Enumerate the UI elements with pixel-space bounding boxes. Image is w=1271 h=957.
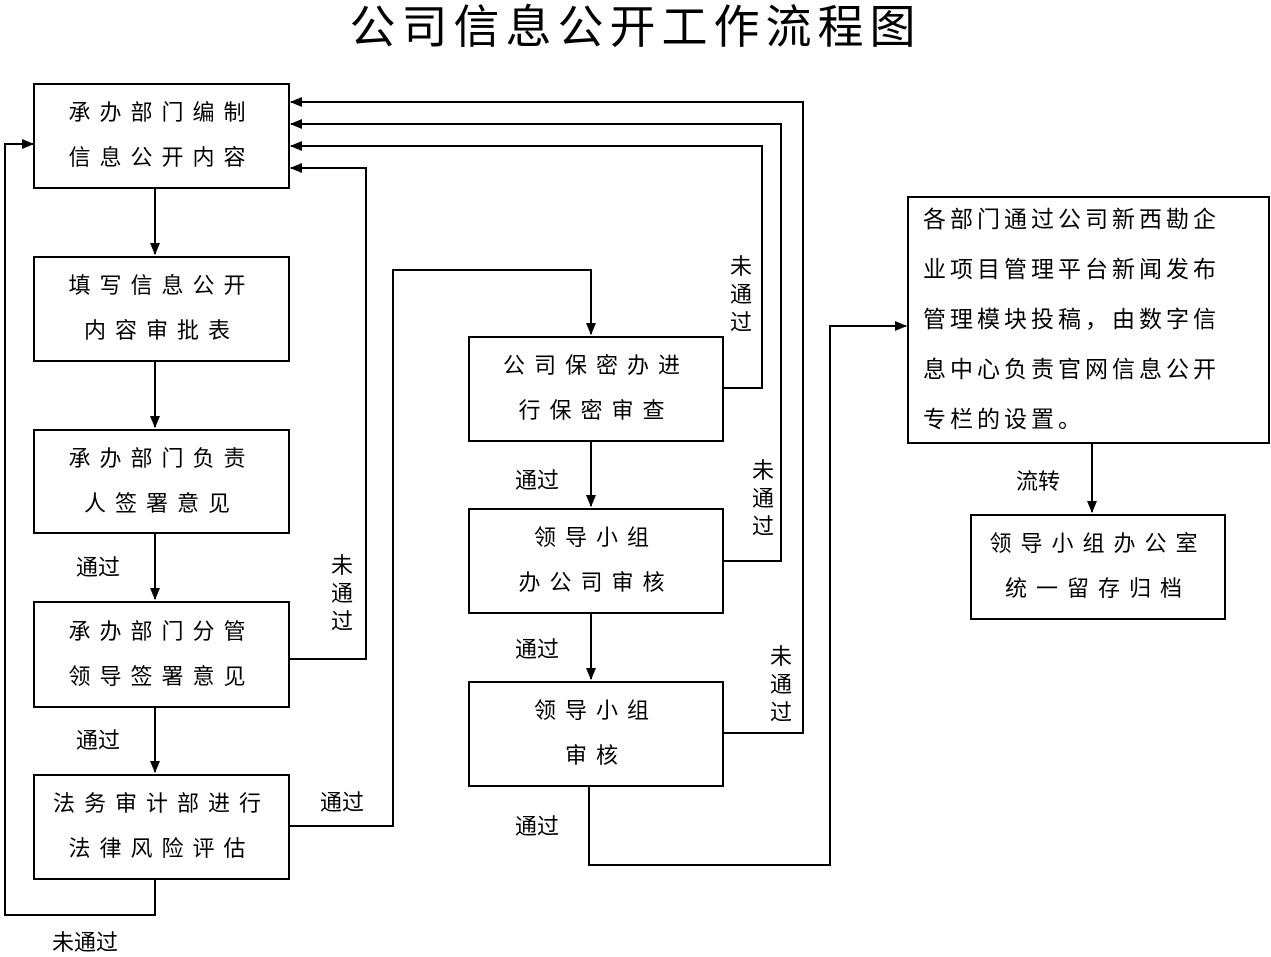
node-group-line2: 审核 (564, 744, 627, 769)
label-fail-legal: 未通过 (52, 931, 119, 956)
label-pass-leader: 通过 (76, 729, 121, 754)
node-dept-head-line2: 人签署意见 (83, 491, 239, 517)
label-fail-group: 未通过 (769, 645, 792, 726)
node-legal-line1: 法务审计部进行 (52, 792, 270, 817)
node-approval-form-line2: 内容审批表 (83, 319, 239, 344)
node-approval-form: 填写信息公开 内容审批表 (33, 256, 290, 362)
label-pass-group: 通过 (515, 815, 560, 840)
label-transfer: 流转 (1016, 470, 1061, 495)
node-legal-line2: 法律风险评估 (68, 837, 255, 862)
node-publish-line4: 息中心负责官网信息公开 (923, 357, 1220, 383)
node-legal: 法务审计部进行 法律风险评估 (33, 774, 290, 880)
node-draft: 承办部门编制 信息公开内容 (33, 83, 290, 189)
label-fail-leader: 未通过 (330, 554, 353, 635)
label-pass-secrecy: 通过 (515, 469, 560, 494)
node-archive: 领导小组办公室 统一留存归档 (970, 514, 1226, 620)
node-dept-leader-line1: 承办部门分管 (68, 619, 255, 645)
arrow-leader-fail (289, 163, 367, 660)
node-secrecy-line1: 公司保密办进 (502, 354, 689, 379)
node-publish: 各部门通过公司新西勘企 业项目管理平台新闻发布 管理模块投稿，由数字信 息中心负… (907, 196, 1270, 444)
node-secrecy-line2: 行保密审查 (518, 399, 674, 424)
node-group: 领导小组 审核 (468, 681, 724, 787)
arrow-group-fail (290, 97, 804, 734)
node-approval-form-line1: 填写信息公开 (68, 274, 255, 299)
node-secrecy: 公司保密办进 行保密审查 (468, 336, 724, 442)
node-office-line2: 办公司审核 (518, 571, 674, 596)
node-office-line1: 领导小组 (533, 526, 658, 551)
node-group-line1: 领导小组 (533, 699, 658, 724)
node-publish-line1: 各部门通过公司新西勘企 (923, 207, 1220, 233)
label-fail-secrecy: 未通过 (729, 255, 752, 336)
arrow-secrecy-fail (290, 141, 763, 389)
label-pass-legal: 通过 (320, 791, 365, 816)
node-publish-line2: 业项目管理平台新闻发布 (923, 257, 1220, 283)
node-dept-leader-line2: 领导签署意见 (68, 664, 255, 690)
node-publish-line5: 专栏的设置。 (923, 407, 1085, 433)
arrow-office-fail (290, 119, 782, 562)
node-office: 领导小组 办公司审核 (468, 508, 724, 614)
node-dept-head-line1: 承办部门负责 (68, 446, 255, 472)
node-draft-line1: 承办部门编制 (68, 101, 255, 126)
node-dept-head: 承办部门负责 人签署意见 (33, 429, 290, 534)
label-fail-office: 未通过 (751, 459, 774, 540)
arrow-group-to-publish (588, 321, 907, 866)
arrow-legal-fail-loop (4, 139, 156, 916)
label-pass-head: 通过 (76, 556, 121, 581)
node-dept-leader: 承办部门分管 领导签署意见 (33, 601, 290, 708)
label-pass-office: 通过 (515, 638, 560, 663)
arrow-legal-to-secrecy (289, 269, 596, 827)
node-publish-line3: 管理模块投稿，由数字信 (923, 307, 1220, 333)
node-archive-line2: 统一留存归档 (1004, 577, 1191, 602)
page-title: 公司信息公开工作流程图 (349, 0, 922, 54)
node-archive-line1: 领导小组办公室 (989, 532, 1207, 557)
node-draft-line2: 信息公开内容 (68, 146, 255, 171)
